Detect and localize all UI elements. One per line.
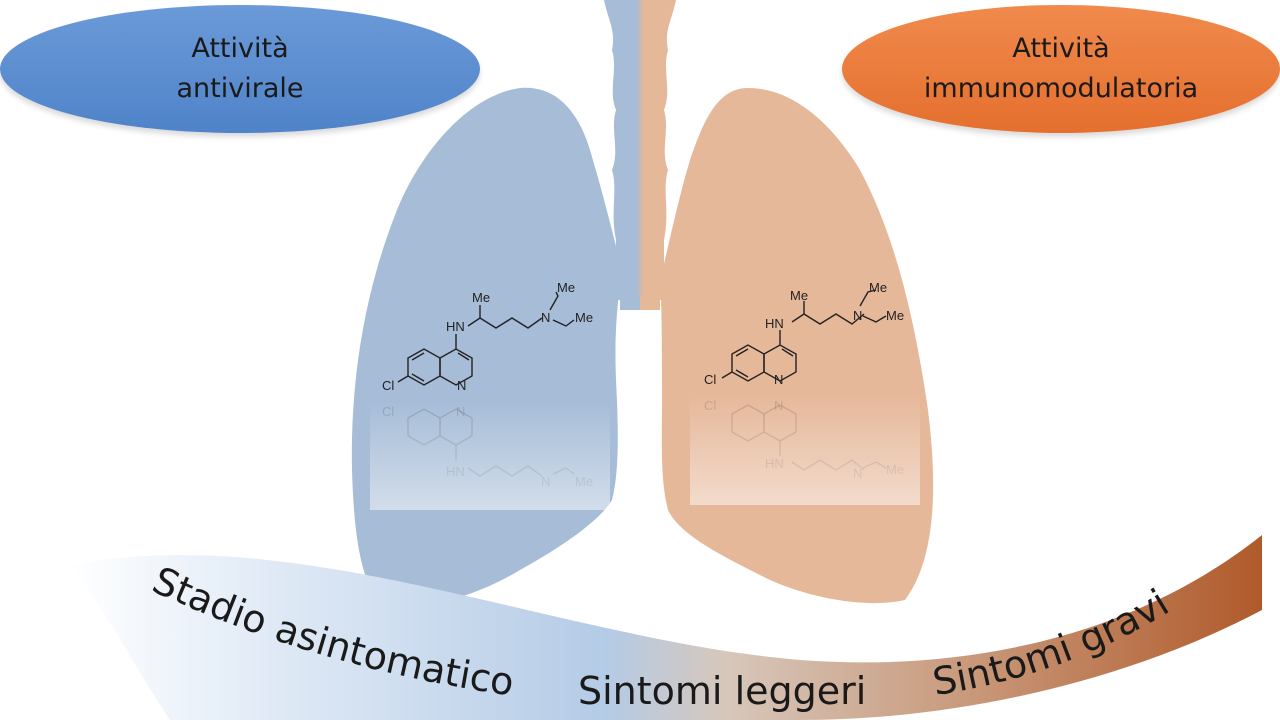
disease-stage-band (70, 535, 1262, 720)
antiviral-line1: Attività (191, 32, 289, 64)
antiviral-activity-label: Attività antivirale (0, 5, 480, 133)
immunomodulatory-activity-label: Attività immunomodulatoria (842, 5, 1280, 133)
stage-mild: Sintomi leggeri (578, 669, 866, 713)
right-hn: HN (765, 316, 784, 331)
left-n-ring: N (457, 378, 466, 393)
immunomodulatory-line2: immunomodulatoria (923, 73, 1199, 104)
chloroquine-molecule-left (397, 291, 575, 386)
left-me-right-top: Me (557, 280, 575, 295)
antiviral-line2: antivirale (176, 73, 304, 104)
right-me-right-top: Me (869, 280, 887, 295)
right-cl: Cl (704, 372, 716, 387)
left-n-amine: N (541, 310, 550, 325)
right-me-right-bottom: Me (886, 308, 904, 323)
left-lung (351, 87, 622, 607)
trachea (604, 0, 676, 300)
left-me-top: Me (472, 290, 490, 305)
left-cl: Cl (382, 378, 394, 393)
right-n-ring: N (774, 372, 783, 387)
left-me-right-bottom: Me (575, 310, 593, 325)
right-me-top: Me (790, 288, 808, 303)
chloroquine-molecule-right (721, 289, 887, 382)
right-n-amine: N (853, 308, 862, 323)
right-lung (660, 88, 934, 604)
left-hn: HN (446, 319, 465, 334)
immunomodulatory-line1: Attività (1012, 32, 1110, 64)
